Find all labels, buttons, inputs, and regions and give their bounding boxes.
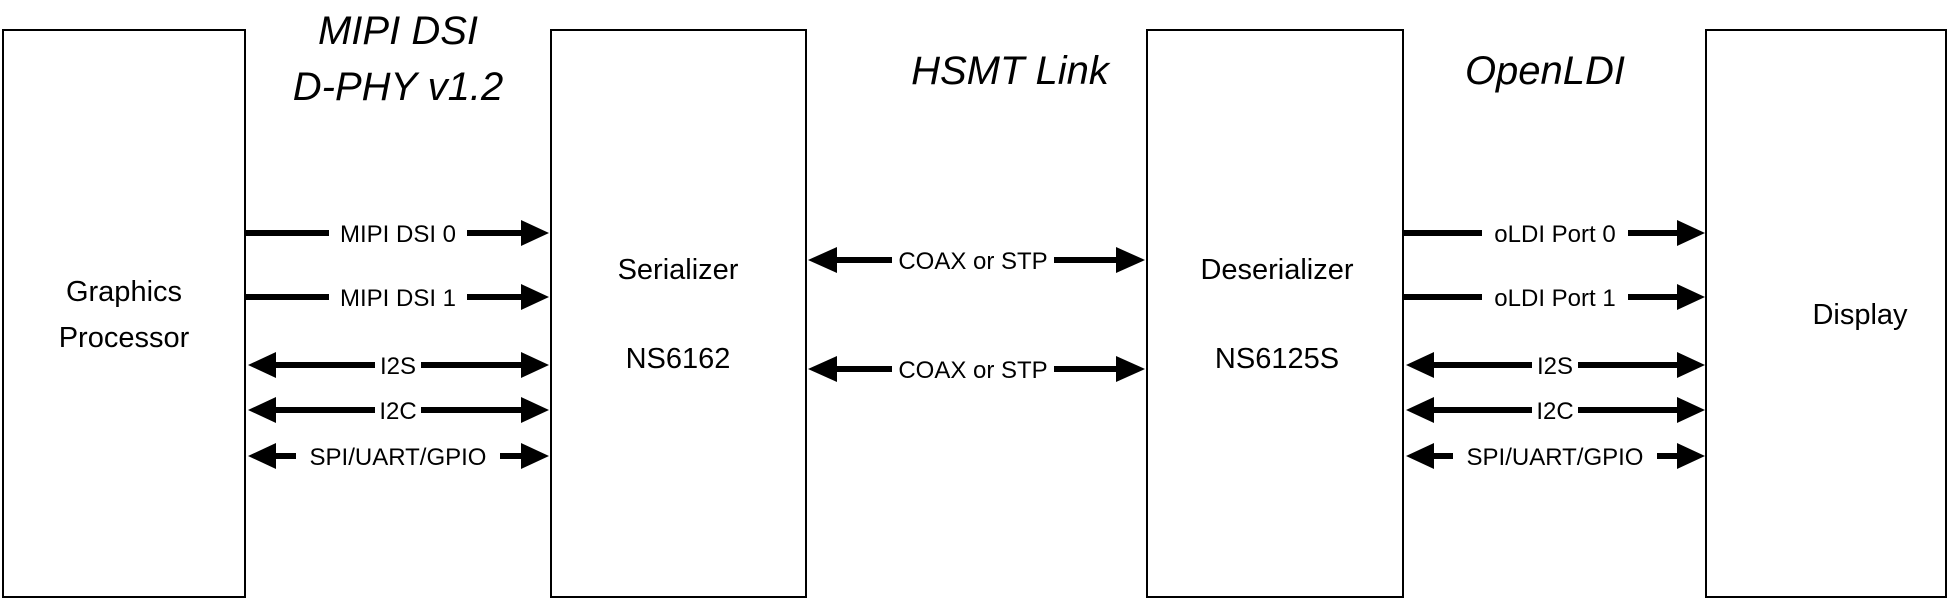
connection-i2s-right: I2S	[1406, 351, 1705, 380]
label-coax-stp-1: COAX or STP	[898, 248, 1047, 275]
openldi-header: OpenLDI	[1465, 49, 1625, 93]
display-block: Display	[1705, 29, 1947, 598]
connection-mipi-dsi-1: MIPI DSI 1	[246, 283, 549, 312]
label-i2c-right: I2C	[1536, 398, 1573, 425]
connection-spi-uart-gpio-left: SPI/UART/GPIO	[248, 442, 549, 471]
connection-i2c-left: I2C	[248, 396, 549, 425]
graphics-processor-block: Graphics Processor	[2, 29, 246, 598]
display-label: Display	[1812, 299, 1908, 331]
connection-coax-stp-1: COAX or STP	[808, 246, 1145, 275]
connection-spi-uart-gpio-right: SPI/UART/GPIO	[1406, 442, 1705, 471]
label-oldi-port-1: oLDI Port 1	[1494, 285, 1615, 312]
connection-oldi-port-1: oLDI Port 1	[1404, 283, 1705, 312]
label-spi-uart-gpio-right: SPI/UART/GPIO	[1467, 444, 1644, 471]
label-coax-stp-2: COAX or STP	[898, 357, 1047, 384]
deserializer-label: Deserializer	[1200, 254, 1353, 286]
connection-i2s-left: I2S	[248, 351, 549, 380]
label-i2s-right: I2S	[1537, 353, 1573, 380]
deserializer-part-number: NS6125S	[1215, 343, 1339, 375]
gpu-label-line2: Processor	[59, 322, 190, 354]
connection-mipi-dsi-0: MIPI DSI 0	[246, 219, 549, 248]
serializer-label: Serializer	[618, 254, 739, 286]
serializer-block: Serializer NS6162	[550, 29, 807, 598]
deserializer-block: Deserializer NS6125S	[1146, 29, 1404, 598]
hsmt-header: HSMT Link	[911, 49, 1111, 93]
connection-i2c-right: I2C	[1406, 396, 1705, 425]
mipi-header-line2: D-PHY v1.2	[293, 65, 503, 109]
connection-coax-stp-2: COAX or STP	[808, 355, 1145, 384]
connection-oldi-port-0: oLDI Port 0	[1404, 219, 1705, 248]
label-i2c-left: I2C	[379, 398, 416, 425]
mipi-header-line1: MIPI DSI	[318, 9, 478, 53]
serializer-part-number: NS6162	[626, 343, 731, 375]
gpu-label-line1: Graphics	[66, 276, 182, 308]
label-i2s-left: I2S	[380, 353, 416, 380]
label-mipi-dsi-0: MIPI DSI 0	[340, 221, 456, 248]
label-spi-uart-gpio-left: SPI/UART/GPIO	[310, 444, 487, 471]
label-mipi-dsi-1: MIPI DSI 1	[340, 285, 456, 312]
label-oldi-port-0: oLDI Port 0	[1494, 221, 1615, 248]
